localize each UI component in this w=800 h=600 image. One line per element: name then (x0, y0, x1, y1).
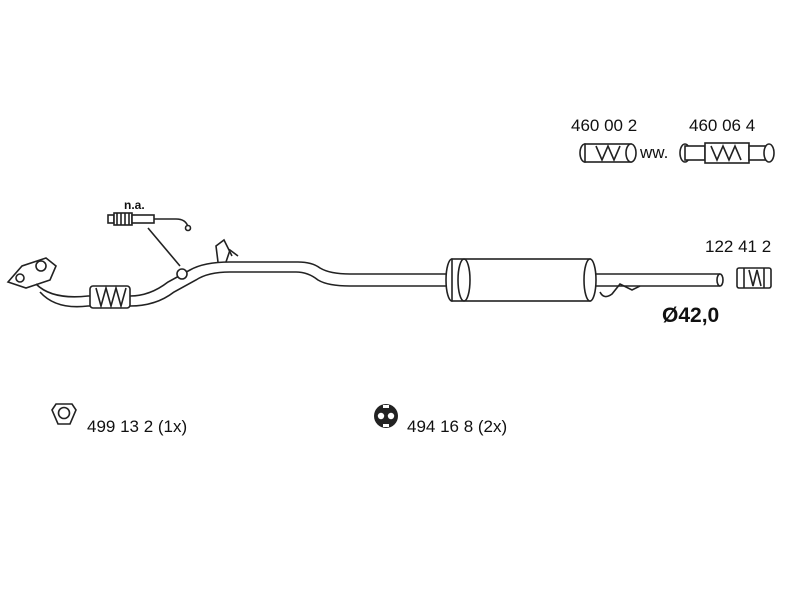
hanger-part-text: 494 16 8 (2x) (407, 417, 507, 436)
not-available-label: n.a. (124, 198, 145, 212)
connector-joiner-text: ww. (639, 143, 668, 162)
connector-2-sleeve-icon (679, 142, 775, 164)
gasket-icon (51, 403, 77, 425)
clamp-icon (736, 267, 772, 289)
connector-1-part-number: 460 00 2 (571, 116, 637, 135)
connector-1-sleeve-icon (579, 143, 637, 163)
sensor-leader-line (147, 227, 181, 267)
exhaust-pipe-assembly (6, 238, 724, 309)
muffler-icon (445, 258, 597, 302)
rear-hanger-bracket (599, 282, 641, 298)
gasket-part-text: 499 13 2 (1x) (87, 417, 187, 436)
connector-part-1: 460 00 2 (571, 116, 637, 163)
connector-2-part-number: 460 06 4 (689, 116, 755, 135)
rubber-hanger-icon (374, 404, 398, 428)
gasket-legend: 499 13 2 (1x) (51, 403, 187, 436)
front-flange-icon (6, 257, 57, 289)
sensor-boss (176, 268, 188, 280)
connector-part-2: 460 06 4 (679, 116, 775, 164)
clamp-part-number: 122 41 2 (705, 237, 771, 256)
flex-pipe-icon (89, 285, 131, 309)
lambda-sensor-icon (107, 212, 192, 232)
hanger-legend: 494 16 8 (2x) (374, 404, 507, 436)
pipe-hanger-bracket (215, 238, 233, 263)
pipe-diameter-label: Ø42,0 (662, 304, 719, 327)
